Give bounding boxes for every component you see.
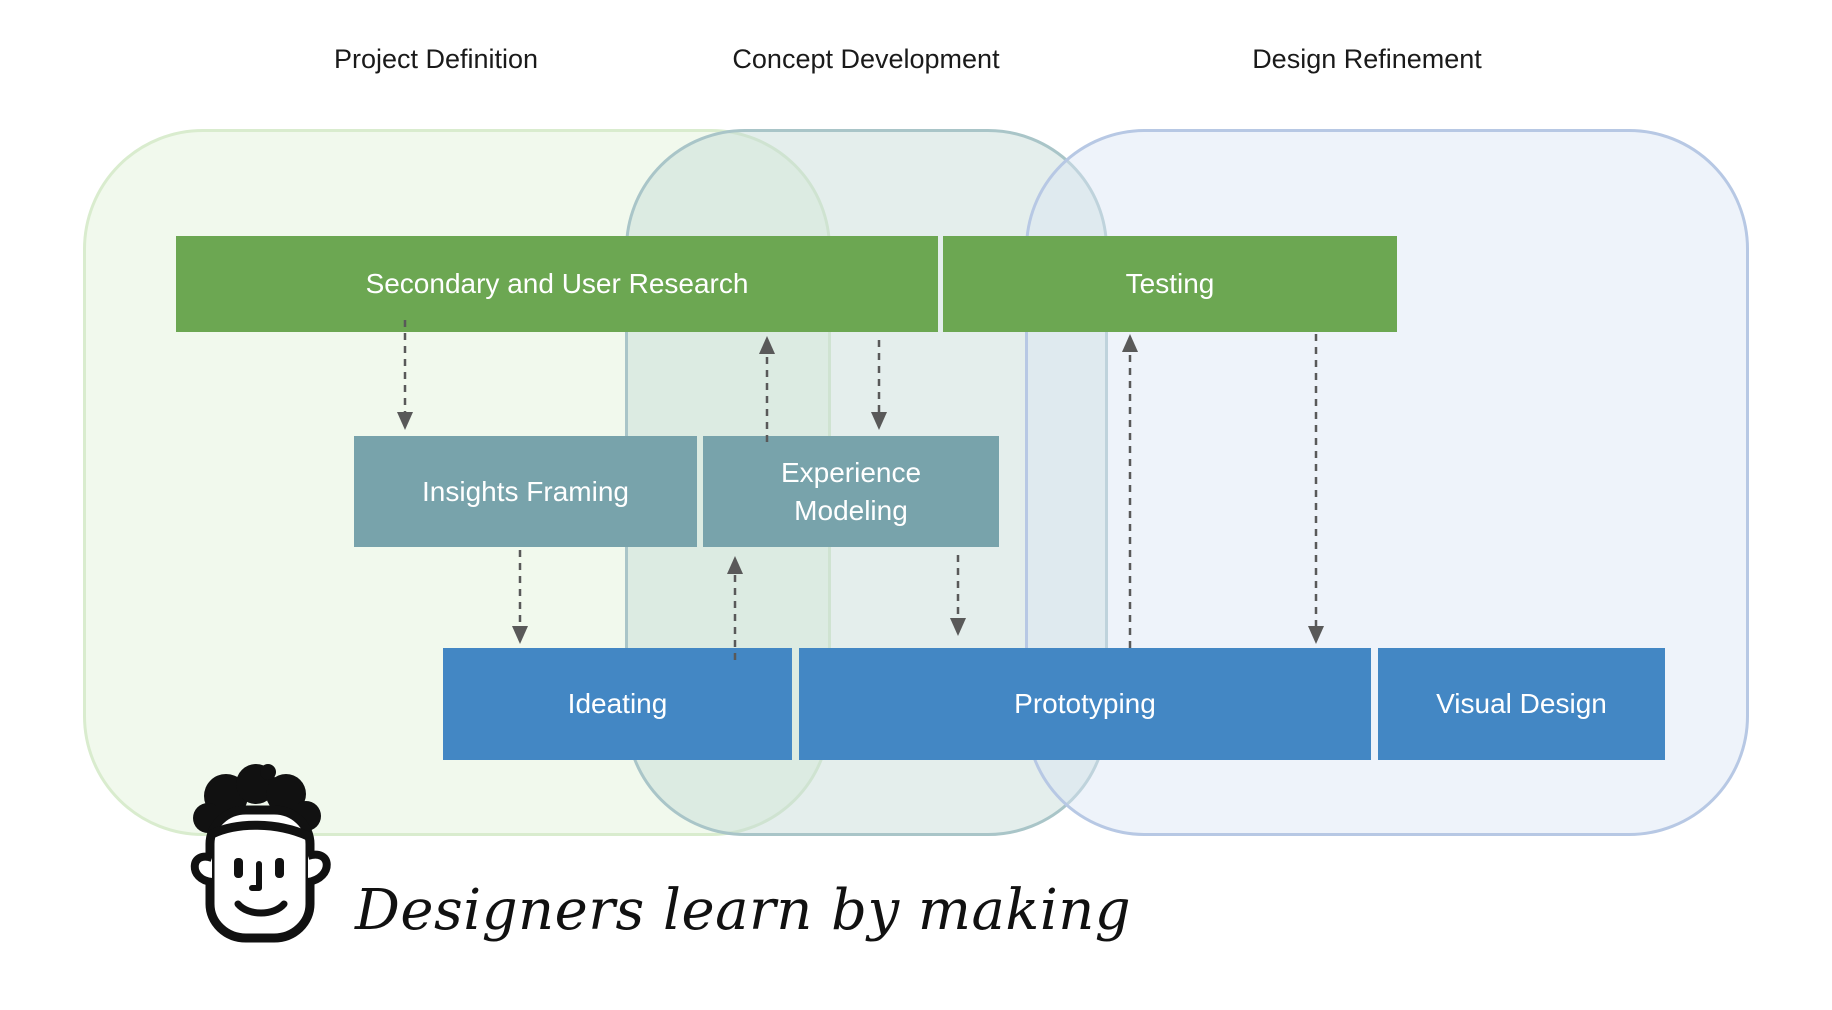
arrow-modeling-to-research xyxy=(759,336,775,442)
cartoon-face-icon xyxy=(190,764,331,943)
arrow-research-to-insights xyxy=(397,320,413,430)
activity-prototyping: Prototyping xyxy=(799,648,1371,760)
activity-label: Ideating xyxy=(567,688,668,719)
arrow-prototyping-to-testing xyxy=(1122,334,1138,648)
arrow-insights-to-ideating xyxy=(512,550,528,644)
activity-secondary-and-user-research: Secondary and User Research xyxy=(176,236,938,332)
activity-ideating: Ideating xyxy=(443,648,792,760)
activity-insights-framing: Insights Framing xyxy=(354,436,697,547)
activity-label: Prototyping xyxy=(1014,688,1156,719)
arrow-research-to-modeling xyxy=(871,340,887,430)
arrow-ideating-to-modeling xyxy=(727,556,743,660)
activity-label: Experience Modeling xyxy=(780,456,922,526)
activity-label: Visual Design xyxy=(1436,688,1607,719)
phase-title-design-refinement: Design Refinement xyxy=(1252,44,1482,74)
phase-title-concept-development: Concept Development xyxy=(732,44,1000,74)
tagline: Designers learn by making xyxy=(355,878,1132,943)
arrow-testing-to-prototyping xyxy=(1308,334,1324,644)
activity-testing: Testing xyxy=(943,236,1397,332)
activity-label: Testing xyxy=(1125,268,1215,299)
activity-label: Secondary and User Research xyxy=(365,268,749,299)
phase-title-project-definition: Project Definition xyxy=(333,44,539,74)
arrow-modeling-to-prototyping xyxy=(950,555,966,636)
activity-visual-design: Visual Design xyxy=(1378,648,1665,760)
activity-experience-modeling: Experience Modeling xyxy=(703,436,999,547)
activity-label: Insights Framing xyxy=(422,475,629,507)
